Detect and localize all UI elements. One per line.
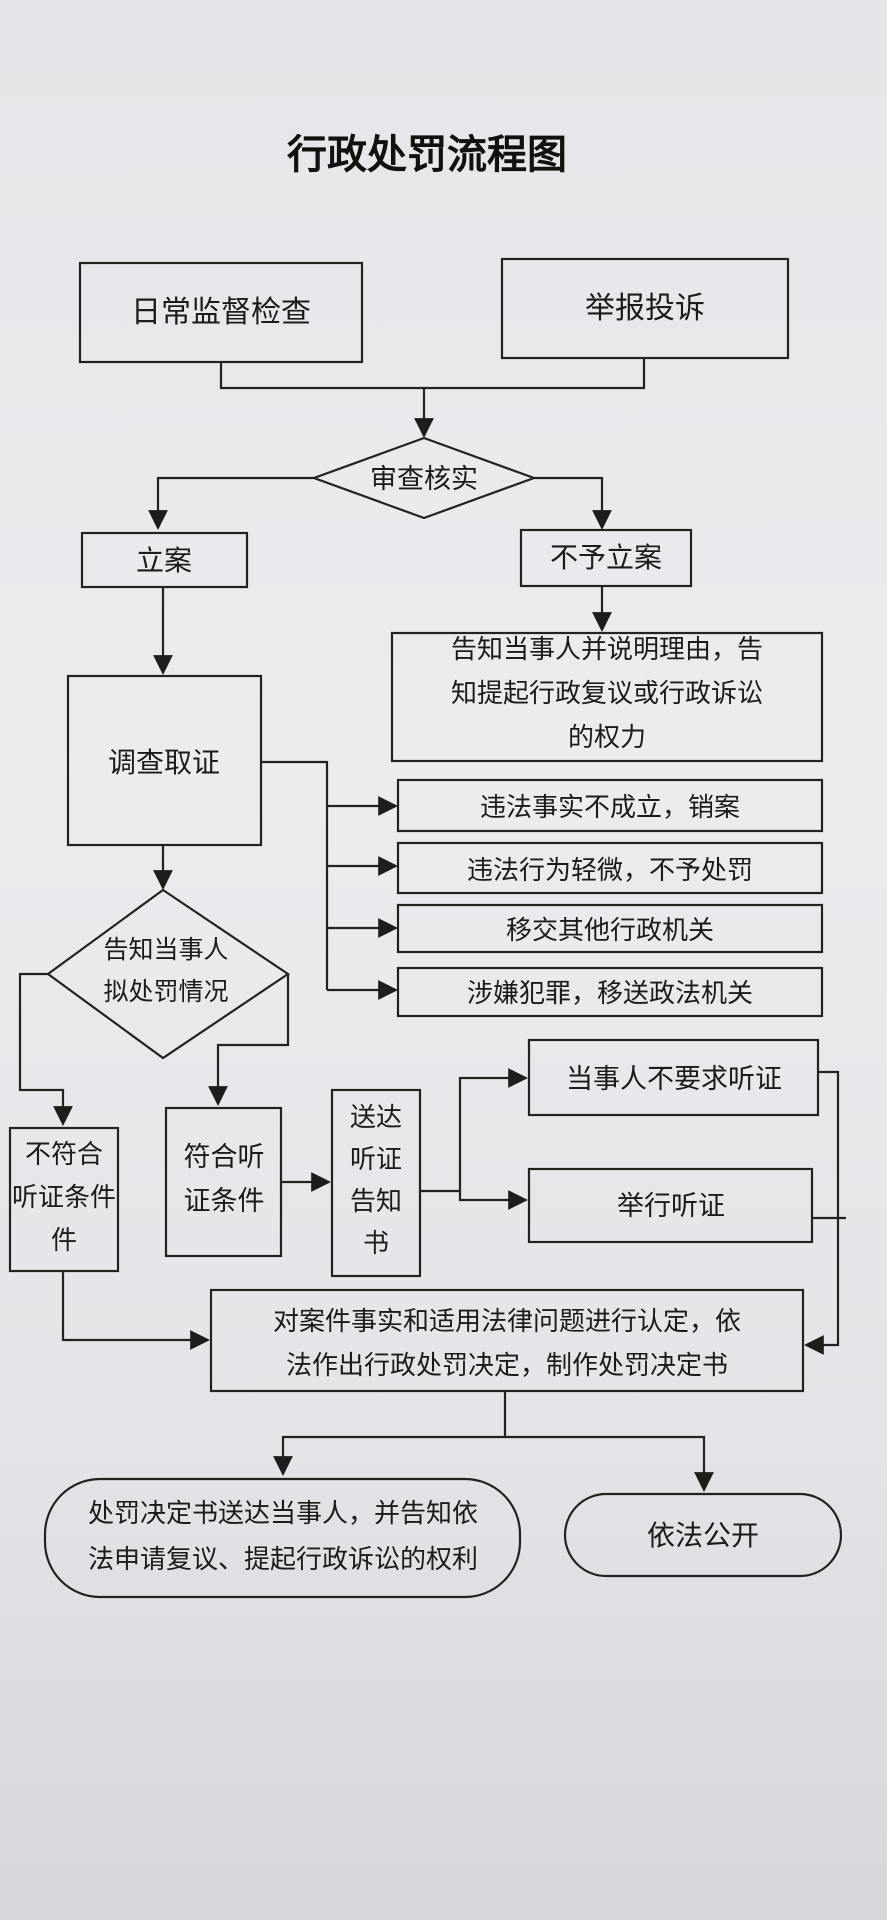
meet-hearing-box — [164, 1106, 283, 1258]
top-merge-line — [219, 358, 646, 390]
file-case-label: 立案 — [136, 544, 192, 577]
decision-line-2: 法作出行政处罚决定，制作处罚决定书 — [286, 1351, 728, 1381]
arrow-to-meet-hearing — [208, 974, 290, 1106]
deliver-notice-line-3: 告知 — [350, 1187, 402, 1217]
outcomes-trunk — [261, 760, 329, 990]
arrow-to-deliver-decision — [273, 1391, 507, 1476]
outcome-1-box — [396, 778, 824, 833]
outcome-2-box — [396, 841, 824, 895]
deliver-decision-line-1: 处罚决定书送达当事人，并告知依 — [88, 1499, 478, 1529]
hold-hearing-label: 举行听证 — [617, 1191, 725, 1222]
decision-box — [209, 1288, 805, 1393]
deliver-notice-line-2: 听证 — [350, 1145, 402, 1175]
not-meet-hearing-line-2: 听证条件 — [12, 1183, 116, 1213]
notify-reason-line-1: 告知当事人并说明理由，告 — [451, 635, 763, 665]
outcome-4-box — [396, 966, 824, 1018]
outcome-3-label: 移交其他行政机关 — [506, 916, 714, 946]
notify-penalty-line-2: 拟处罚情况 — [103, 977, 228, 1006]
arrow-to-publicize — [505, 1435, 714, 1492]
no-case-label: 不予立案 — [550, 541, 662, 574]
investigate-box — [66, 674, 263, 847]
publicize-box — [563, 1492, 843, 1578]
decision-line-1: 对案件事实和适用法律问题进行认定，依 — [273, 1307, 741, 1337]
investigate-label: 调查取证 — [108, 746, 220, 779]
notify-penalty-diamond — [46, 888, 290, 1060]
outcome-2-label: 违法行为轻微，不予处罚 — [467, 856, 753, 886]
not-meet-hearing-line-1: 不符合 — [25, 1140, 103, 1170]
hold-hearing-box — [527, 1167, 814, 1244]
deliver-decision-line-2: 法申请复议、提起行政诉讼的权利 — [88, 1545, 478, 1575]
daily-inspection-label: 日常监督检查 — [131, 295, 311, 330]
meet-hearing-line-1: 符合听 — [184, 1142, 265, 1173]
not-meet-hearing-line-3: 件 — [51, 1226, 77, 1256]
outcome-3-box — [396, 903, 824, 954]
no-case-box — [519, 528, 693, 588]
arrow-left-to-decision — [61, 1271, 210, 1350]
arrow-to-no-hearing-request — [420, 1068, 528, 1193]
no-hearing-request-label: 当事人不要求听证 — [566, 1064, 782, 1095]
no-hearing-request-box — [527, 1038, 820, 1117]
page-title: 行政处罚流程图 — [287, 131, 567, 178]
deliver-notice-box — [330, 1088, 422, 1278]
arrow-to-hold-hearing — [458, 1190, 528, 1210]
outcome-1-label: 违法事实不成立，销案 — [480, 793, 740, 823]
deliver-notice-line-4: 书 — [363, 1229, 389, 1259]
deliver-notice-line-1: 送达 — [350, 1103, 402, 1133]
file-case-box — [80, 531, 249, 589]
notify-reason-box — [390, 631, 824, 763]
deliver-decision-box — [43, 1477, 522, 1599]
notify-reason-line-3: 的权力 — [568, 723, 646, 753]
outcome-4-label: 涉嫌犯罪，移送政法机关 — [467, 979, 753, 1009]
review-diamond — [310, 436, 538, 520]
notify-reason-line-2: 知提起行政复议或行政诉讼 — [451, 679, 763, 709]
arrow-to-no-case — [534, 476, 612, 530]
arrow-to-file-case — [148, 476, 314, 530]
notify-penalty-line-1: 告知当事人 — [103, 935, 228, 964]
report-complaint-label: 举报投诉 — [585, 291, 705, 326]
meet-hearing-line-2: 证条件 — [184, 1186, 265, 1217]
publicize-label: 依法公开 — [647, 1519, 759, 1552]
arrow-to-not-meet-hearing — [18, 972, 73, 1126]
arrow-right-to-decision — [804, 1070, 840, 1355]
review-verify-label: 审查核实 — [370, 464, 478, 495]
